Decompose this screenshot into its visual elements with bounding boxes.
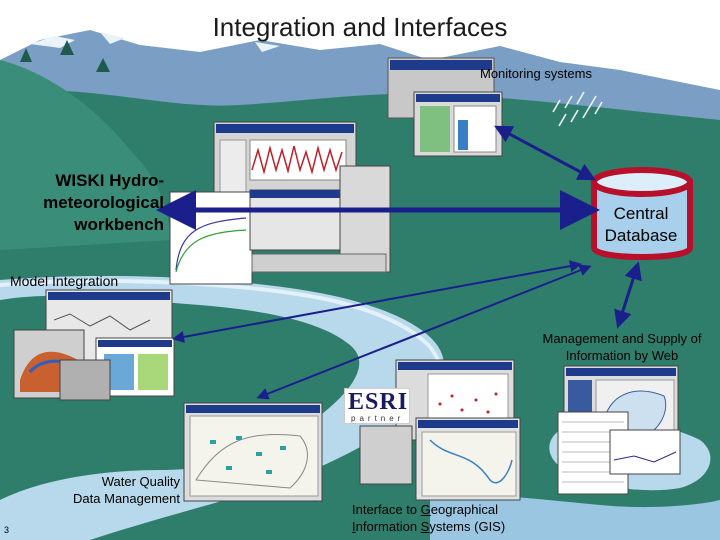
wiski-line-3: workbench <box>74 215 164 234</box>
model-integration-label: Model Integration <box>10 273 119 289</box>
gis-line-2-underlined-2: S <box>420 519 430 534</box>
gis-line-2-mid: nformation <box>355 519 421 534</box>
gis-interface-label: Interface to Geographical Information Sy… <box>352 501 505 535</box>
management-line-1: Management and Supply of <box>542 331 702 346</box>
esri-logo-subtitle: partner <box>351 414 405 423</box>
model-integration-screenshot <box>13 289 175 401</box>
water-quality-line-1: Water Quality <box>101 474 180 489</box>
water-quality-label: Water Quality Data Management <box>40 473 180 507</box>
central-database-icon <box>591 167 693 260</box>
hill-left <box>0 60 170 250</box>
gis-line-2-post: ystems (GIS) <box>429 519 506 534</box>
monitoring-screenshot <box>387 57 503 157</box>
gis-line-2-underlined-1: I <box>352 519 356 534</box>
management-line-2: Information by Web <box>565 348 679 363</box>
wiski-line-1: WISKI Hydro- <box>55 171 164 190</box>
gis-line-1-pre: Interface to <box>352 502 421 517</box>
water-quality-line-2: Data Management <box>73 491 180 506</box>
monitoring-systems-label: Monitoring systems <box>480 66 592 81</box>
tree-icons <box>20 40 110 72</box>
rain-icon <box>552 91 603 127</box>
central-line-2: Database <box>604 226 678 245</box>
slide-title: Integration and Interfaces <box>212 12 508 42</box>
esri-partner-logo: ESRI partner <box>344 388 410 424</box>
arrow-gis-database <box>256 264 592 400</box>
gis-line-1-underlined: G <box>420 502 431 517</box>
gis-line-1: Interface to Geographical <box>352 501 505 518</box>
wiski-line-2: meteorological <box>43 193 164 212</box>
central-line-1: Central <box>613 204 669 223</box>
arrow-monitoring-database <box>494 125 596 181</box>
management-supply-label: Management and Supply of Information by … <box>528 330 716 364</box>
central-database-label: Central Database <box>594 203 688 247</box>
river <box>0 275 444 540</box>
water-quality-screenshot <box>183 402 323 502</box>
page-number: 3 <box>4 525 10 535</box>
arrow-database-web <box>614 261 642 329</box>
gis-line-2: Information Systems (GIS) <box>352 518 505 535</box>
gis-line-1-post: eographical <box>430 502 498 517</box>
esri-logo-name: ESRI <box>348 389 409 415</box>
wiski-workbench-label: WISKI Hydro- meteorological workbench <box>14 170 164 236</box>
web-screenshot <box>557 365 681 495</box>
shore-bottom <box>430 495 720 540</box>
